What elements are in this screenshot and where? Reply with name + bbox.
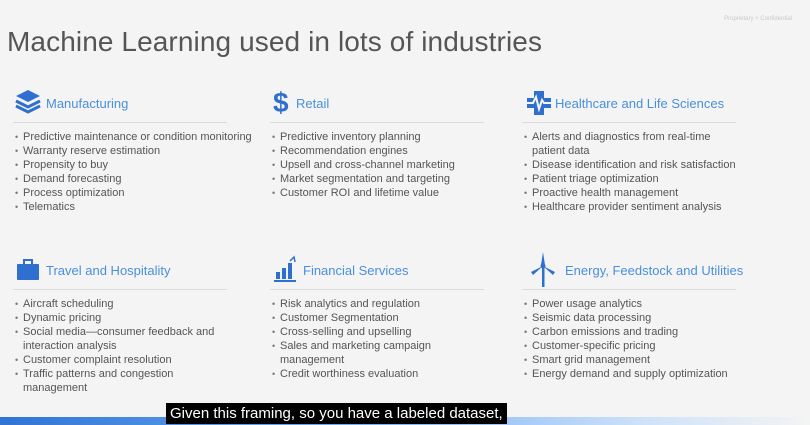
list-item: Customer-specific pricing — [524, 339, 804, 353]
list-item: Proactive health management — [524, 186, 804, 200]
list-item: Dynamic pricing — [15, 311, 255, 325]
list-item: Cross-selling and upselling — [272, 325, 512, 339]
divider — [270, 289, 484, 290]
list-item: Demand forecasting — [15, 172, 255, 186]
bar-chart-icon — [274, 255, 296, 282]
list-item: Process optimization — [15, 186, 255, 200]
list-item: Smart grid management — [524, 353, 804, 367]
section-energy: Energy, Feedstock and Utilities Power us… — [522, 250, 804, 381]
svg-text:$: $ — [273, 88, 289, 118]
section-manufacturing: Manufacturing Predictive maintenance or … — [13, 88, 255, 214]
list-item: Recommendation engines — [272, 144, 512, 158]
list-item: Market segmentation and targeting — [272, 172, 512, 186]
list-item: Social media—consumer feedback and inter… — [15, 325, 228, 353]
list-item: Upsell and cross-channel marketing — [272, 158, 512, 172]
section-healthcare: Healthcare and Life Sciences Alerts and … — [522, 88, 804, 214]
list-item: Customer Segmentation — [272, 311, 512, 325]
medical-cross-icon — [526, 91, 552, 115]
list-item: Traffic patterns and congestion manageme… — [15, 367, 213, 395]
section-title: Healthcare and Life Sciences — [555, 96, 725, 111]
section-travel: Travel and Hospitality Aircraft scheduli… — [13, 255, 255, 395]
list-item: Warranty reserve estimation — [15, 144, 255, 158]
list-item: Alerts and diagnostics from real-time pa… — [524, 130, 732, 158]
divider — [270, 122, 484, 123]
divider — [522, 122, 736, 123]
list-item: Propensity to buy — [15, 158, 255, 172]
item-list: Predictive inventory planning Recommenda… — [272, 130, 512, 200]
item-list: Aircraft scheduling Dynamic pricing Soci… — [15, 297, 255, 395]
item-list: Predictive maintenance or condition moni… — [15, 130, 255, 214]
list-item: Credit worthiness evaluation — [272, 367, 512, 381]
section-title: Financial Services — [303, 263, 409, 278]
section-retail: $ Retail Predictive inventory planning R… — [270, 88, 512, 200]
list-item: Patient triage optimization — [524, 172, 804, 186]
suitcase-icon — [17, 259, 39, 280]
section-title: Retail — [296, 96, 330, 111]
dollar-icon: $ — [273, 88, 289, 118]
item-list: Power usage analytics Seismic data proce… — [524, 297, 804, 381]
wind-turbine-icon — [531, 252, 555, 287]
video-caption: Given this framing, so you have a labele… — [166, 403, 507, 424]
list-item: Predictive inventory planning — [272, 130, 512, 144]
divider — [522, 289, 736, 290]
list-item: Healthcare provider sentiment analysis — [524, 200, 804, 214]
list-item: Disease identification and risk satisfac… — [524, 158, 804, 172]
list-item: Energy demand and supply optimization — [524, 367, 804, 381]
list-item: Carbon emissions and trading — [524, 325, 804, 339]
section-financial: Financial Services Risk analytics and re… — [270, 255, 512, 381]
list-item: Aircraft scheduling — [15, 297, 255, 311]
section-title: Travel and Hospitality — [46, 263, 171, 278]
list-item: Sales and marketing campaign management — [272, 339, 455, 367]
item-list: Risk analytics and regulation Customer S… — [272, 297, 512, 381]
list-item: Risk analytics and regulation — [272, 297, 512, 311]
list-item: Customer ROI and lifetime value — [272, 186, 512, 200]
section-title: Energy, Feedstock and Utilities — [565, 263, 744, 278]
list-item: Telematics — [15, 200, 255, 214]
confidential-label: Proprietary + Confidential — [724, 16, 792, 22]
list-item: Seismic data processing — [524, 311, 804, 325]
divider — [13, 122, 227, 123]
list-item: Power usage analytics — [524, 297, 804, 311]
section-title: Manufacturing — [46, 96, 129, 111]
slide-title: Machine Learning used in lots of industr… — [7, 26, 543, 57]
list-item: Predictive maintenance or condition moni… — [15, 130, 255, 144]
divider — [13, 289, 227, 290]
list-item: Customer complaint resolution — [15, 353, 255, 367]
layers-icon — [15, 90, 41, 114]
item-list: Alerts and diagnostics from real-time pa… — [524, 130, 804, 214]
